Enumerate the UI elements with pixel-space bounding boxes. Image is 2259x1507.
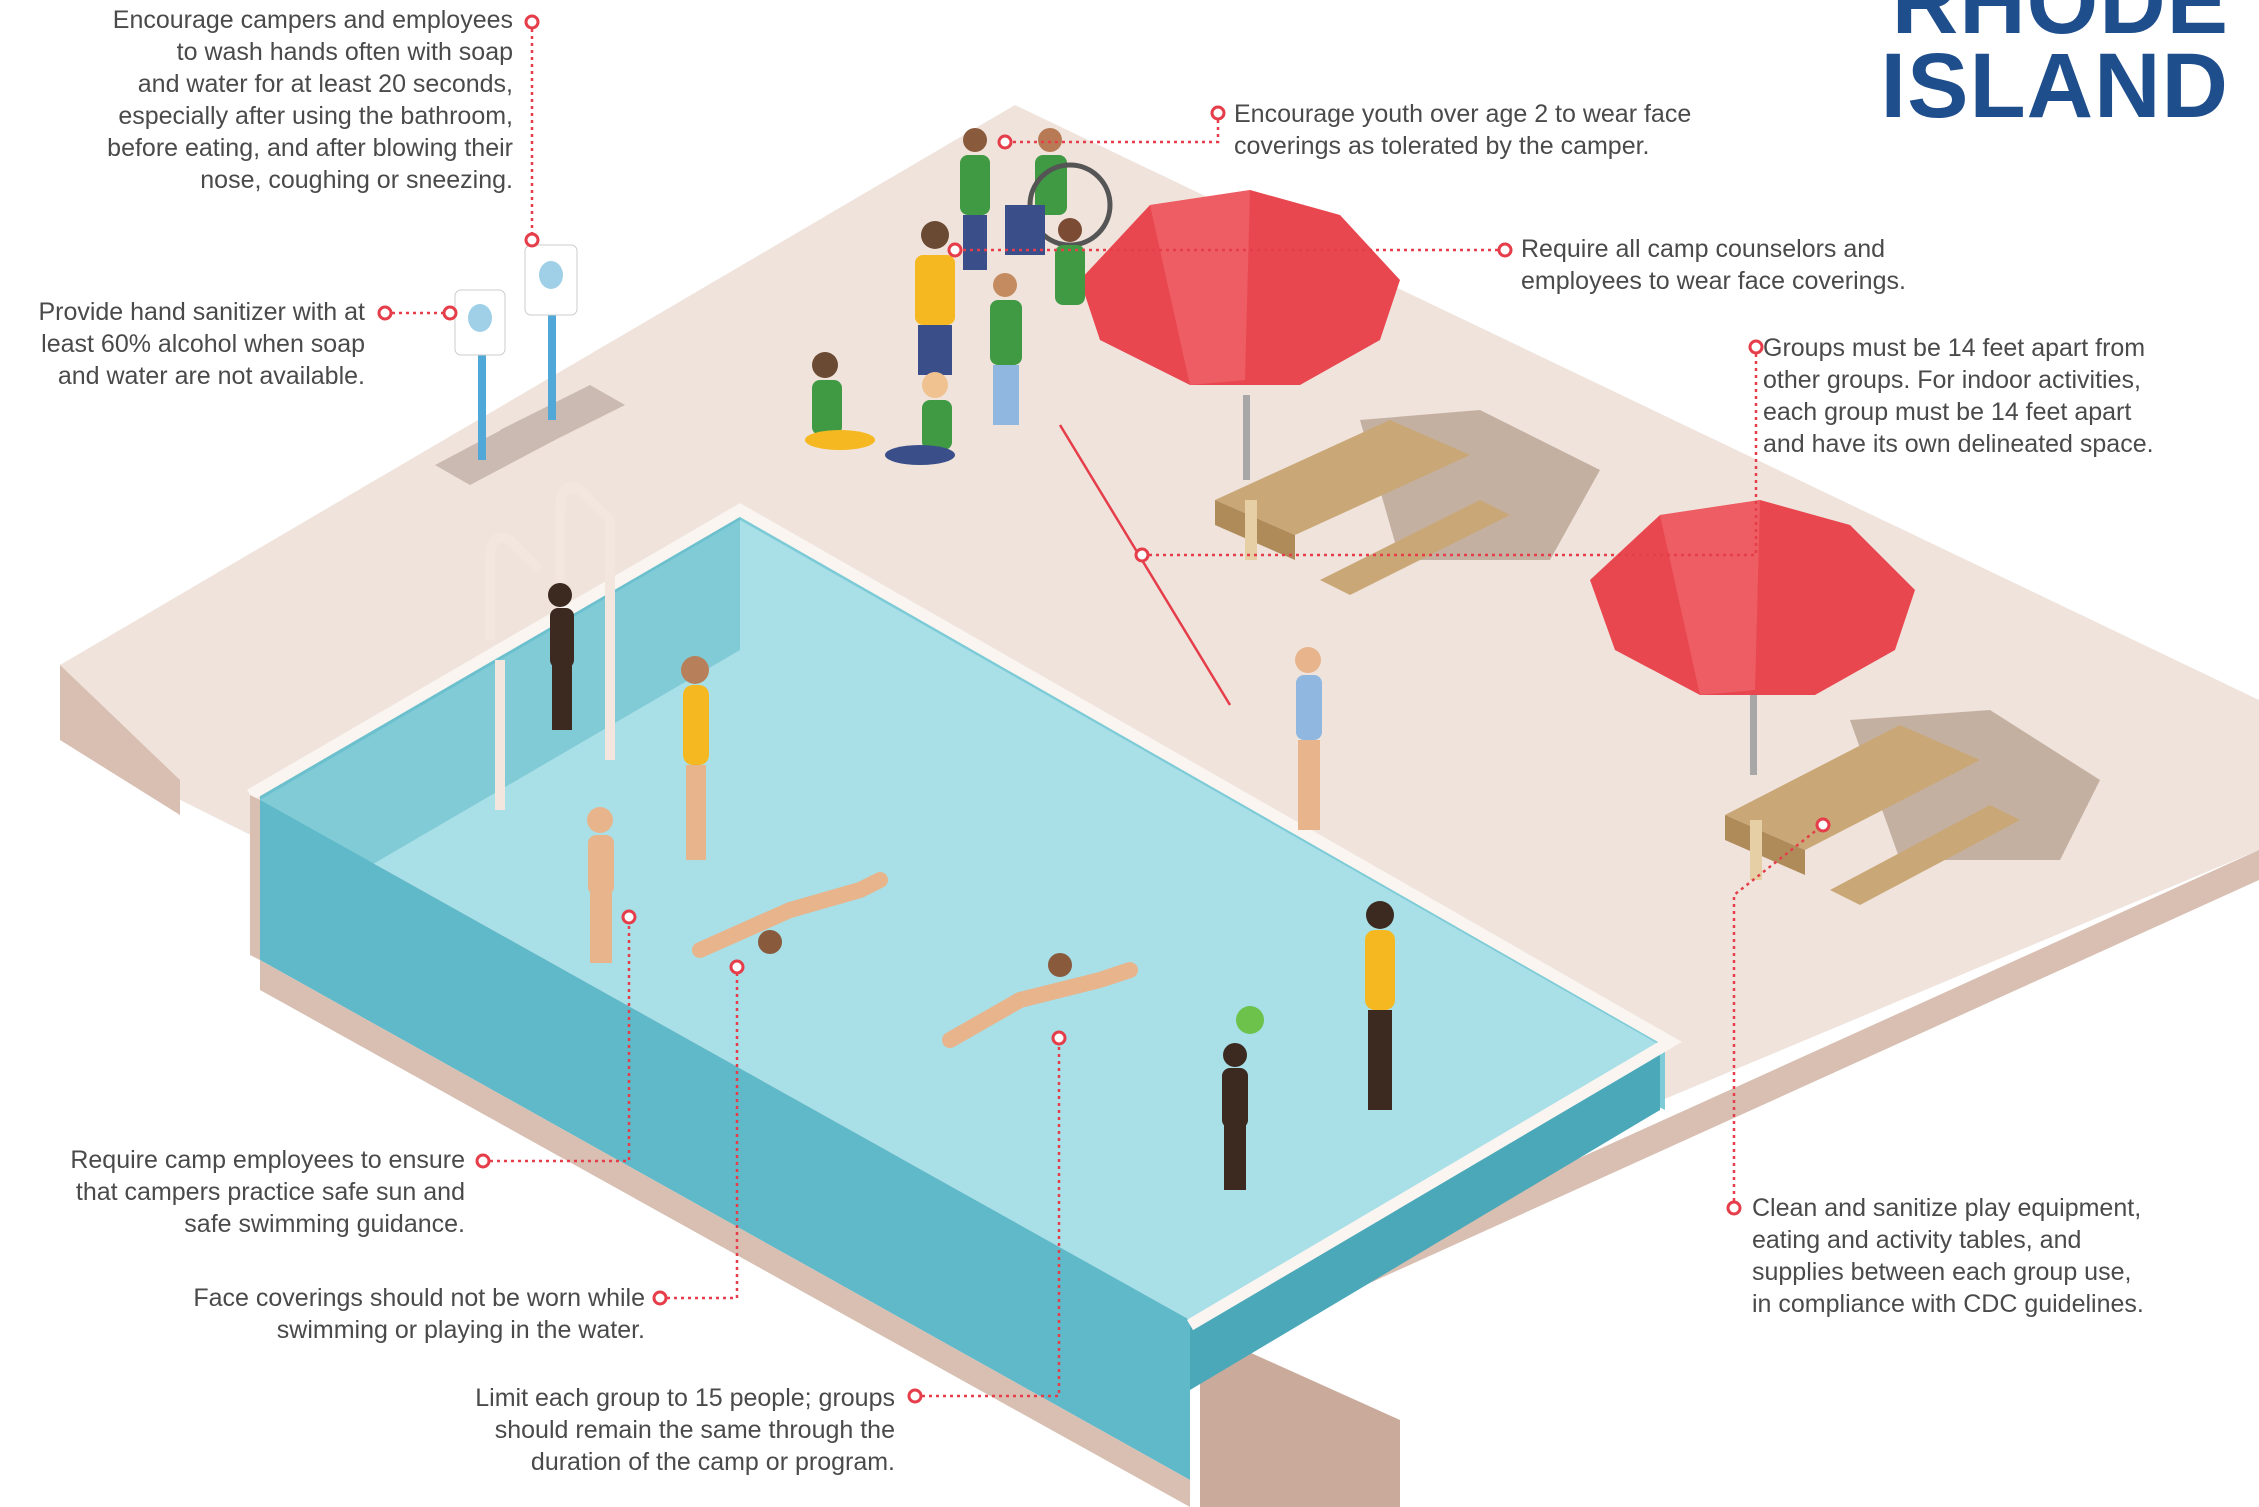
picnic-area-1 bbox=[1080, 190, 1600, 595]
note-clean-sanitize: Clean and sanitize play equipment, eatin… bbox=[1752, 1194, 2144, 1318]
swimmers bbox=[548, 583, 1395, 1190]
pool-ladder bbox=[485, 482, 615, 810]
note-group-distance: Groups must be 14 feet apart from other … bbox=[1763, 334, 2154, 458]
deck-side-left bbox=[60, 665, 180, 815]
pool-coping bbox=[246, 503, 1682, 1331]
note-staff-face-coverings: Require all camp counselors and employee… bbox=[1521, 235, 1906, 295]
note-group-size: Limit each group to 15 people; groups sh… bbox=[475, 1384, 895, 1476]
pool-front-outer-wall bbox=[250, 795, 260, 960]
callout-dots bbox=[377, 14, 1831, 1404]
callout-lines bbox=[385, 22, 1824, 1398]
sanitizer-station-2 bbox=[500, 244, 625, 450]
note-youth-face-coverings: Encourage youth over age 2 to wear face … bbox=[1234, 100, 1692, 160]
camp-group-people bbox=[805, 128, 1113, 465]
logo-line-1: RHODE bbox=[1891, 0, 2229, 53]
deck-side-right bbox=[1200, 850, 2259, 1360]
pool-front-outer-bottom bbox=[260, 960, 1190, 1507]
pool-front-section bbox=[260, 800, 1190, 1480]
deck-notch bbox=[1200, 1330, 1400, 1507]
logo-line-2: ISLAND bbox=[1880, 35, 2229, 137]
note-hand-sanitizer: Provide hand sanitizer with at least 60%… bbox=[38, 298, 365, 390]
note-no-masks-swimming: Face coverings should not be worn while … bbox=[193, 1284, 645, 1344]
note-sun-safety: Require camp employees to ensure that ca… bbox=[70, 1146, 465, 1238]
pool-front-section-right bbox=[1190, 1045, 1660, 1390]
picnic-area-2 bbox=[1590, 500, 2100, 905]
group-distance-line bbox=[1058, 424, 1232, 706]
rhode-island-logo: RHODE ISLAND bbox=[1880, 0, 2229, 137]
note-handwashing: Encourage campers and employees to wash … bbox=[107, 6, 513, 194]
